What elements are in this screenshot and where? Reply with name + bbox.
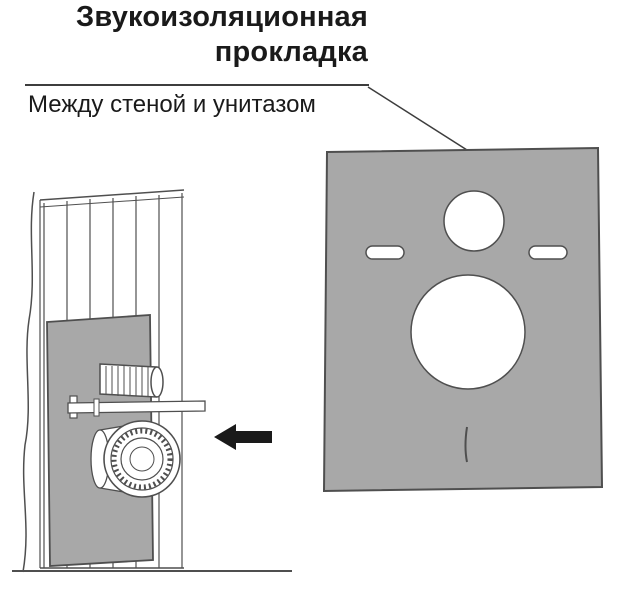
flange-thread-ring [111, 428, 173, 490]
page-title: Звукоизоляционная прокладка [76, 1, 368, 69]
callout-pointer-line [367, 86, 479, 158]
drain-hole [410, 274, 526, 390]
soundproof-gasket-panel [322, 146, 604, 493]
page-subtitle: Между стеной и унитазом [28, 91, 316, 118]
installation-frame-illustration [12, 189, 292, 573]
wall-edge [22, 191, 35, 573]
frame-top-rail-inner [39, 196, 185, 208]
drain-pipe-flange [90, 420, 181, 498]
title-divider-line [25, 84, 369, 86]
frame-top-rail [39, 189, 185, 201]
top-mounting-hole [443, 190, 505, 252]
arrow-left-icon [214, 424, 272, 450]
left-fixing-slot [365, 245, 405, 260]
water-supply-pipe [99, 363, 164, 398]
right-fixing-slot [528, 245, 568, 260]
mounting-rod [67, 395, 206, 419]
bottom-slit [464, 426, 468, 463]
